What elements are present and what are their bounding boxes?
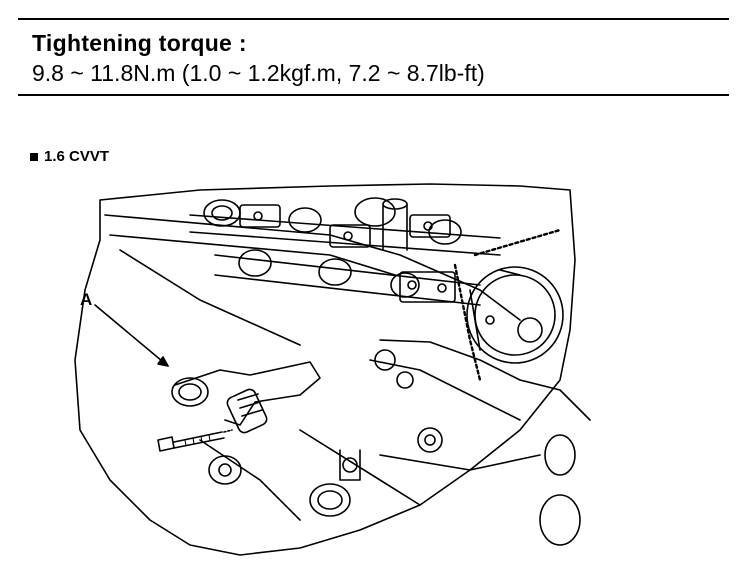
torque-heading: Tightening torque : bbox=[32, 30, 247, 56]
camshaft-lower bbox=[214, 254, 481, 286]
section-label: 1.6 CVVT bbox=[30, 148, 109, 165]
section-label-text: 1.6 CVVT bbox=[44, 148, 110, 165]
cylinder-head-outline bbox=[74, 183, 576, 556]
torque-value: 9.8 ~ 11.8N.m (1.0 ~ 1.2kgf.m, 7.2 ~ 8.7… bbox=[32, 60, 485, 86]
square-bullet-icon bbox=[30, 152, 38, 161]
callout-leader-line bbox=[94, 304, 169, 367]
bearing-cap bbox=[409, 214, 451, 238]
bearing-cap bbox=[329, 224, 371, 248]
camshaft-upper bbox=[189, 214, 501, 239]
bearing-cap bbox=[239, 204, 281, 228]
cvvt-sprocket bbox=[466, 266, 564, 364]
oil-control-valve bbox=[174, 361, 321, 426]
callout-arrowhead-icon bbox=[157, 356, 169, 367]
top-rule bbox=[18, 18, 729, 20]
bottom-rule bbox=[18, 94, 729, 96]
bolt-icon bbox=[157, 429, 233, 452]
timing-chain bbox=[453, 228, 562, 382]
callout-label-a: A bbox=[80, 290, 93, 309]
bearing-cap bbox=[399, 271, 456, 303]
